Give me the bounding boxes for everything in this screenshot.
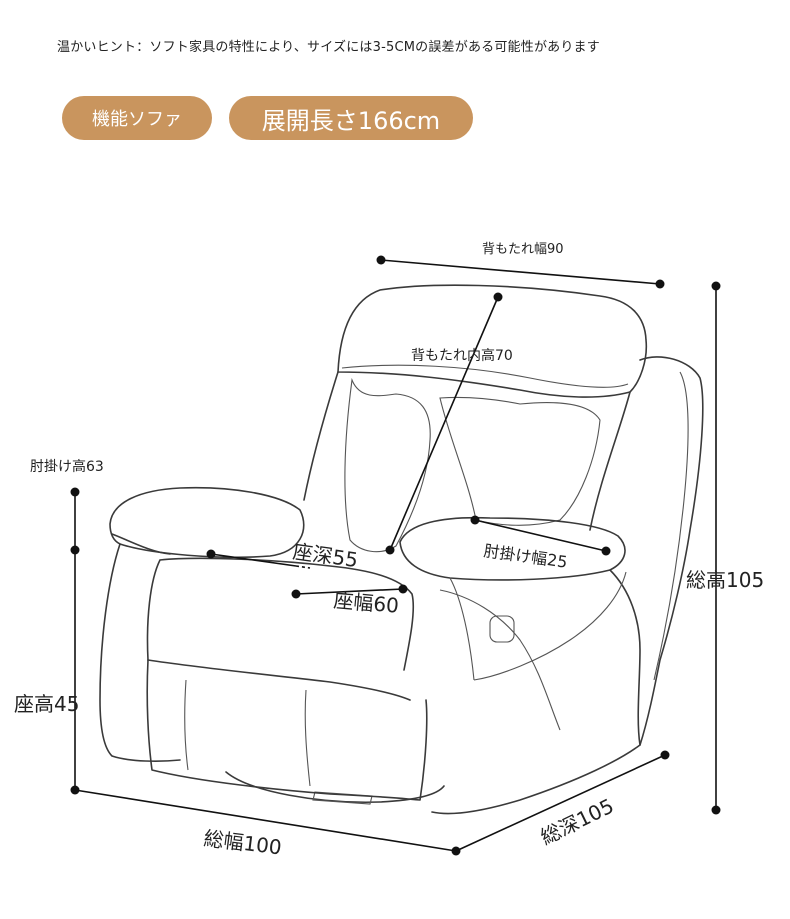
recline-handle xyxy=(489,615,515,643)
backrest-width-label: 背もたれ幅90 xyxy=(482,242,564,257)
function-sofa-badge-label: 機能ソファ xyxy=(92,109,182,130)
left-armrest-front xyxy=(99,533,181,762)
right-armrest-contour xyxy=(439,589,561,731)
total-height-label: 総高105 xyxy=(686,568,764,592)
footrest xyxy=(146,659,428,801)
footrest-right-seam xyxy=(304,689,311,787)
backrest-left-pillow xyxy=(344,377,431,553)
backrest-middle xyxy=(303,371,631,531)
total-depth-label: 総深105 xyxy=(537,794,618,850)
armrest-height-label: 肘掛け高63 xyxy=(30,458,104,475)
function-sofa-badge: 機能ソファ xyxy=(62,96,212,140)
right-back-side xyxy=(639,356,704,746)
right-armrest-top xyxy=(399,516,626,581)
extended-length-badge: 展開長さ166cm xyxy=(229,96,473,140)
right-back-inner xyxy=(653,371,689,681)
seat-front-panel xyxy=(147,659,411,701)
recliner-sofa-drawing xyxy=(99,284,704,815)
backrest-top-cushion xyxy=(337,284,648,398)
right-armrest-inner xyxy=(449,571,627,681)
size-tolerance-notice: 温かいヒント：ソフト家具の特性により、サイズには3-5CMの誤差がある可能性があ… xyxy=(57,40,600,55)
dimension-lines xyxy=(70,255,721,856)
footrest-left-seam xyxy=(184,679,189,771)
left-armrest-top xyxy=(109,486,305,559)
armrest-width-label: 肘掛け幅25 xyxy=(482,541,568,572)
backrest-top-seam xyxy=(341,364,629,388)
seat-height-label: 座高45 xyxy=(14,692,79,716)
total-width-label: 総幅100 xyxy=(202,826,283,859)
seat-cushion xyxy=(146,557,415,671)
backrest-inner-height-label: 背もたれ内高70 xyxy=(411,347,513,364)
backrest-right-pillow xyxy=(439,396,601,526)
right-armrest-side xyxy=(431,569,641,815)
swivel-base xyxy=(225,771,445,804)
extended-length-badge-label: 展開長さ166cm xyxy=(261,106,441,135)
seat-depth-label: 座深55 xyxy=(291,539,359,572)
seat-width-label: 座幅60 xyxy=(333,588,400,618)
